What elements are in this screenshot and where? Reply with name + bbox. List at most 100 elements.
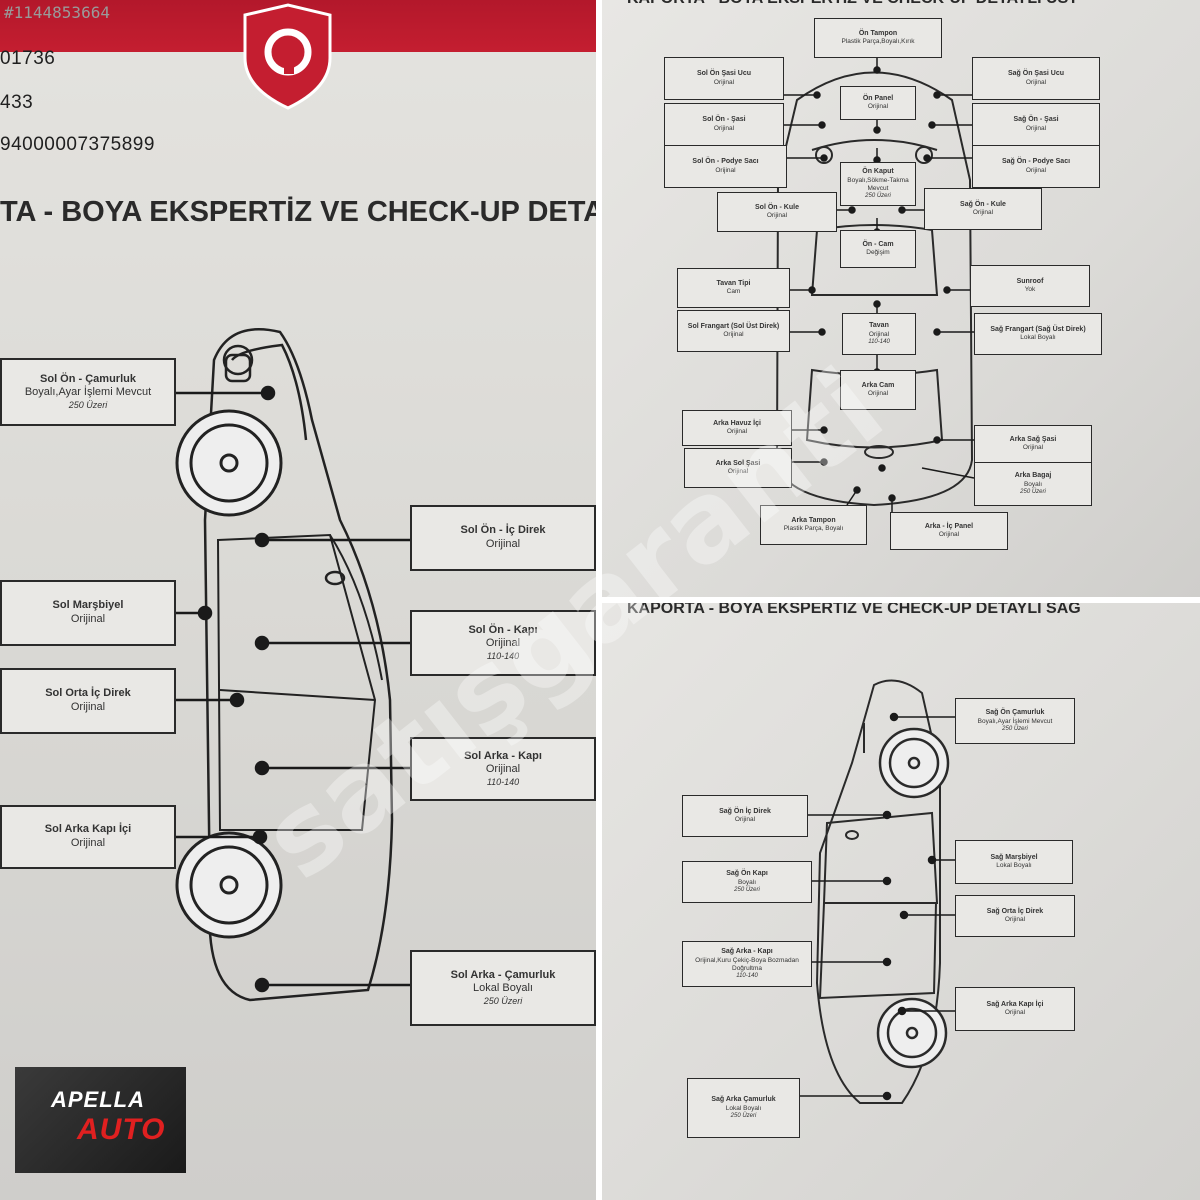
- box-sub: 250 Üzeri: [1020, 488, 1046, 495]
- box-detail: Orijinal: [485, 763, 521, 776]
- box-title: Sol Marşbiyel: [52, 599, 124, 612]
- box-detail: Plastik Parça, Boyalı: [783, 525, 844, 533]
- box-title: Sağ Arka Kapı İçi: [986, 1000, 1044, 1008]
- apella-auto-logo: APELLA AUTO: [15, 1067, 186, 1173]
- box-sub: 250 Üzeri: [68, 400, 108, 411]
- box-title: Sağ Frangart (Sağ Üst Direk): [990, 325, 1086, 333]
- top-view-inspection-panel: KAPORTA - BOYA EKSPERTİZ VE CHECK-UP DET…: [602, 0, 1200, 597]
- box-title: Sol Ön - Kapı: [468, 623, 538, 636]
- box-detail: Orijinal: [766, 212, 788, 220]
- left-side-inspection-panel: #1144853664 01736 433 94000007375899 TA …: [0, 0, 596, 1200]
- box-sub: 250 Üzeri: [734, 886, 760, 893]
- box-title: Arka Sağ Şasi: [1009, 435, 1057, 443]
- box-title: Sol Ön - Kule: [755, 203, 799, 211]
- right-side-inspection-panel: KAPORTA - BOYA EKSPERTİZ VE CHECK-UP DET…: [602, 603, 1200, 1200]
- box-title: Arka Havuz İçi: [713, 419, 761, 427]
- box-detail: Cam: [726, 288, 741, 296]
- box-detail: Lokal Boyalı: [473, 982, 533, 995]
- logo-text-1: APELLA: [51, 1087, 145, 1112]
- box-detail: Orijinal: [713, 78, 735, 86]
- header-line-2: 433: [0, 92, 34, 113]
- box-title: Sol Ön - Çamurluk: [40, 372, 136, 385]
- box-title: Sol Ön - İç Direk: [460, 524, 546, 537]
- box-detail: Orijinal: [1025, 124, 1047, 132]
- box-title: Sağ Ön İç Direk: [719, 807, 771, 815]
- box-detail: Boyalı: [1023, 480, 1043, 488]
- box-detail: Değişim: [866, 249, 890, 257]
- top-connector-lines: [782, 57, 975, 512]
- box-detail: Lokal Boyalı: [725, 1104, 762, 1112]
- box-sub: 250 Üzeri: [730, 1112, 757, 1119]
- box-detail: Orijinal: [713, 124, 735, 132]
- connector-lines: [176, 385, 410, 993]
- car-right-side-outline: [815, 679, 941, 1104]
- box-detail: Orijinal: [867, 103, 889, 111]
- box-sub: 250 Üzeri: [483, 996, 523, 1007]
- box-title: Arka Sol Şasi: [715, 459, 761, 467]
- box-title: Ön Kaput: [862, 167, 894, 175]
- box-title: Sol Ön - Şasi: [702, 116, 746, 124]
- box-title: Ön Panel: [862, 94, 894, 102]
- box-detail: Boyalı: [737, 878, 757, 886]
- right-side-heading: KAPORTA - BOYA EKSPERTİZ VE CHECK-UP DET…: [627, 603, 1081, 617]
- box-title: Sağ Arka Çamurluk: [711, 1095, 776, 1103]
- box-title: Arka Bagaj: [1014, 471, 1052, 479]
- box-detail: Orijinal: [485, 637, 521, 650]
- box-title: Sunroof: [1016, 277, 1044, 285]
- box-detail: Orijinal: [723, 331, 744, 339]
- box-detail: Orijinal: [1004, 1009, 1026, 1017]
- box-detail: Orijinal: [1022, 444, 1044, 452]
- header-line-1: 01736: [0, 48, 56, 69]
- box-detail: Orijinal: [868, 330, 890, 338]
- box-title: Sağ Marşbiyel: [990, 853, 1038, 861]
- box-title: Ön Tampon: [858, 29, 898, 37]
- box-sub: 250 Üzeri: [865, 192, 891, 199]
- box-title: Sol Ön Şasi Ucu: [696, 70, 752, 78]
- box-title: Sol Arka - Çamurluk: [450, 968, 556, 981]
- box-title: Arka - İç Panel: [924, 522, 974, 530]
- box-title: Sol Ön - Podye Sacı: [692, 158, 759, 166]
- box-title: Sol Frangart (Sol Üst Direk): [687, 322, 780, 330]
- box-detail: Orijinal: [726, 428, 748, 436]
- top-view-heading: KAPORTA - BOYA EKSPERTİZ VE CHECK-UP DET…: [627, 0, 1078, 8]
- box-detail: Orijinal: [938, 531, 960, 539]
- box-title: Sol Arka Kapı İçi: [44, 823, 132, 836]
- box-title: Ön - Cam: [862, 240, 894, 248]
- box-detail: Lokal Boyalı: [1020, 334, 1056, 342]
- inspection-box: Sol Frangart (Sol Üst Direk)Orijinal: [677, 310, 790, 352]
- box-detail: Orijinal: [70, 701, 106, 713]
- car-side-outline: [203, 328, 394, 1002]
- box-sub: 110-140: [486, 777, 520, 788]
- box-detail: Lokal Boyalı: [996, 862, 1032, 870]
- box-title: Sağ Ön - Podye Sacı: [1001, 158, 1071, 166]
- box-detail: Orijinal,Kuru Çekiç-Boya Bozmadan Doğrul…: [695, 956, 799, 972]
- box-detail: Orijinal: [972, 209, 994, 217]
- box-detail: Orijinal: [1004, 916, 1026, 924]
- box-detail: Orijinal: [1025, 78, 1047, 86]
